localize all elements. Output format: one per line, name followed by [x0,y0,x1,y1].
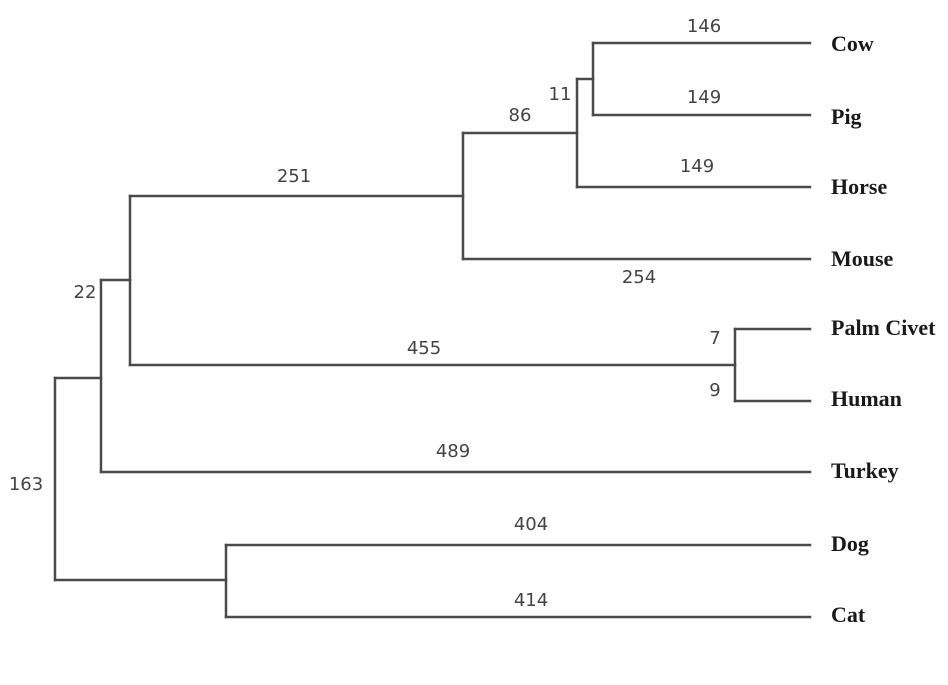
taxon-labels: Cow Pig Horse Mouse Palm Civet Human Tur… [831,31,936,627]
branch-length-cow: 146 [687,16,721,37]
branch-length-mammal-upper-stem: 251 [277,166,311,187]
branch-length-turkey: 489 [436,441,470,462]
branch-length-ungulate-stem: 86 [509,105,532,126]
taxon-turkey: Turkey [831,458,899,483]
branch-length-labels: 146 149 11 149 86 254 251 7 9 455 22 489… [9,16,721,611]
branch-length-cat: 414 [514,590,548,611]
branch-length-civet-human-stem: 455 [407,338,441,359]
branch-length-mouse: 254 [622,267,656,288]
branch-length-human: 9 [709,380,720,401]
taxon-human: Human [831,386,902,411]
branch-length-inner-stem: 22 [74,282,97,303]
branch-length-cow-pig-stem: 11 [549,84,572,105]
branch-length-dog: 404 [514,514,548,535]
taxon-pig: Pig [831,104,862,129]
branch-length-horse: 149 [680,156,714,177]
taxon-dog: Dog [831,531,869,556]
taxon-cow: Cow [831,31,874,56]
taxon-mouse: Mouse [831,246,894,271]
branch-length-pig: 149 [687,87,721,108]
tree-branches [53,41,812,619]
taxon-palm-civet: Palm Civet [831,315,936,340]
branch-length-palm-civet: 7 [709,328,720,349]
taxon-cat: Cat [831,602,866,627]
taxon-horse: Horse [831,174,887,199]
branch-length-root: 163 [9,474,43,495]
